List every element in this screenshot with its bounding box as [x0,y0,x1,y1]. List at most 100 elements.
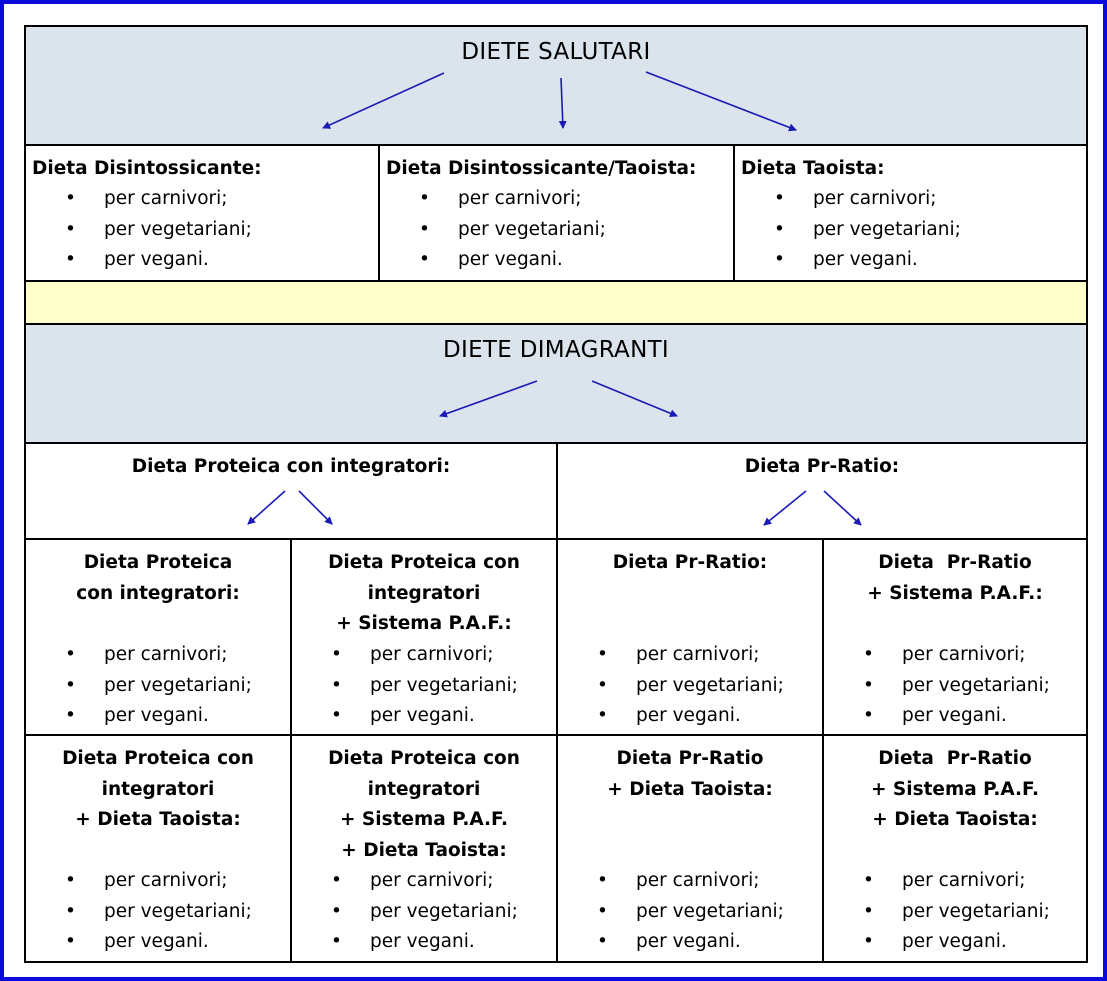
bullet-icon: • [331,900,342,922]
divider [378,144,380,280]
list-item: •per vegetariani; [735,215,1081,246]
healthy-cell-3: Dieta Taoista: •per carnivori; •per vege… [741,154,1081,282]
divider [26,323,1086,325]
list-item: •per vegani. [26,701,290,732]
arrow-icon [763,490,807,526]
arrow-icon [558,77,567,129]
list-item: •per vegani. [735,245,1081,276]
divider [26,280,1086,282]
list-item: •per carnivori; [824,640,1086,671]
list-item: •per carnivori; [735,184,1081,215]
list-item: •per carnivori; [558,866,822,897]
bullet-icon: • [863,870,874,891]
list-item: •per vegani. [292,927,556,958]
list-item: •per vegani. [26,927,290,958]
list-item: •per carnivori; [26,184,377,215]
list-item: •per carnivori; [558,640,822,671]
list-item: •per carnivori; [824,866,1086,897]
bullet-icon: • [863,900,874,922]
bullet-icon: • [331,705,342,726]
bullet-icon: • [331,931,342,952]
list-item: •per vegani. [292,701,556,732]
divider [26,538,1086,540]
list-item: •per carnivori; [26,866,290,897]
list-item: •per vegetariani; [292,671,556,702]
bullet-icon: • [65,900,76,922]
healthy-cell-1: Dieta Disintossicante: •per carnivori; •… [32,154,377,282]
healthy-diets-band: DIETE SALUTARI [26,27,1086,144]
bullet-icon: • [863,644,874,665]
slimming-row2-cell-3: Dieta Pr-Ratio + Dieta Taoista: •per car… [558,744,822,961]
bullet-icon: • [65,674,76,696]
list-item: •per carnivori; [292,640,556,671]
list-item: •per carnivori; [380,184,736,215]
group-heading-prratio: Dieta Pr-Ratio: [744,456,900,477]
bullet-icon: • [597,931,608,952]
bullet-icon: • [597,870,608,891]
arrow-icon [591,380,678,418]
healthy-cell-2: Dieta Disintossicante/Taoista: •per carn… [386,154,736,282]
bullet-icon: • [774,218,785,240]
slimming-row1-cell-4: Dieta Pr-Ratio + Sistema P.A.F.: •per ca… [824,548,1086,734]
slimming-diets-title: DIETE DIMAGRANTI [442,337,670,363]
bullet-icon: • [331,870,342,891]
divider [733,144,735,280]
slimming-row2-cell-2: Dieta Proteica con integratori + Sistema… [292,744,556,961]
arrow-icon [322,72,445,129]
bullet-icon: • [419,188,430,209]
bullet-icon: • [65,931,76,952]
cell-heading: Dieta Disintossicante/Taoista: [386,158,697,179]
list-item: •per vegani. [558,701,822,732]
arrow-icon [247,490,286,525]
list-item: •per vegani. [558,927,822,958]
list-item: •per vegetariani; [558,897,822,928]
healthy-diets-title: DIETE SALUTARI [461,39,651,65]
spacer-band [26,282,1086,323]
list-item: •per vegani. [824,701,1086,732]
bullet-icon: • [863,705,874,726]
bullet-icon: • [597,674,608,696]
arrow-icon [823,490,862,526]
slimming-diets-band: DIETE DIMAGRANTI [26,325,1086,442]
list-item: •per vegani. [380,245,736,276]
cell-heading: Dieta Disintossicante: [32,158,262,179]
bullet-icon: • [597,900,608,922]
divider [556,442,558,963]
bullet-icon: • [331,674,342,696]
list-item: •per vegetariani; [292,897,556,928]
arrow-icon [645,71,797,132]
bullet-icon: • [65,644,76,665]
arrow-icon [298,490,333,525]
list-item: •per carnivori; [292,866,556,897]
list-item: •per vegetariani; [824,671,1086,702]
bullet-icon: • [863,674,874,696]
slimming-row1-cell-3: Dieta Pr-Ratio: •per carnivori; •per veg… [558,548,822,734]
bullet-icon: • [65,870,76,891]
arrows-layer [247,71,862,526]
slimming-row2-cell-4: Dieta Pr-Ratio + Sistema P.A.F. + Dieta … [824,744,1086,961]
bullet-icon: • [774,249,785,270]
divider [26,144,1086,146]
bullet-icon: • [774,188,785,209]
diet-chart: DIETE SALUTARI Dieta Disintossicante: •p… [24,25,1088,963]
list-item: •per vegetariani; [26,897,290,928]
slimming-row2-cell-1: Dieta Proteica con integratori + Dieta T… [26,744,290,961]
slimming-row1-cell-1: Dieta Proteica con integratori: •per car… [26,548,290,734]
divider [26,734,1086,736]
bullet-icon: • [597,644,608,665]
bullet-icon: • [419,249,430,270]
slimming-row1-cell-2: Dieta Proteica con integratori + Sistema… [292,548,556,734]
arrow-icon [439,380,538,418]
bullet-icon: • [597,705,608,726]
list-item: •per carnivori; [26,640,290,671]
list-item: •per vegani. [26,245,377,276]
bullet-icon: • [419,218,430,240]
divider [822,538,824,963]
bullet-icon: • [65,188,76,209]
list-item: •per vegetariani; [558,671,822,702]
bullet-icon: • [65,218,76,240]
bullet-icon: • [331,644,342,665]
divider [290,538,292,963]
bullet-icon: • [65,705,76,726]
